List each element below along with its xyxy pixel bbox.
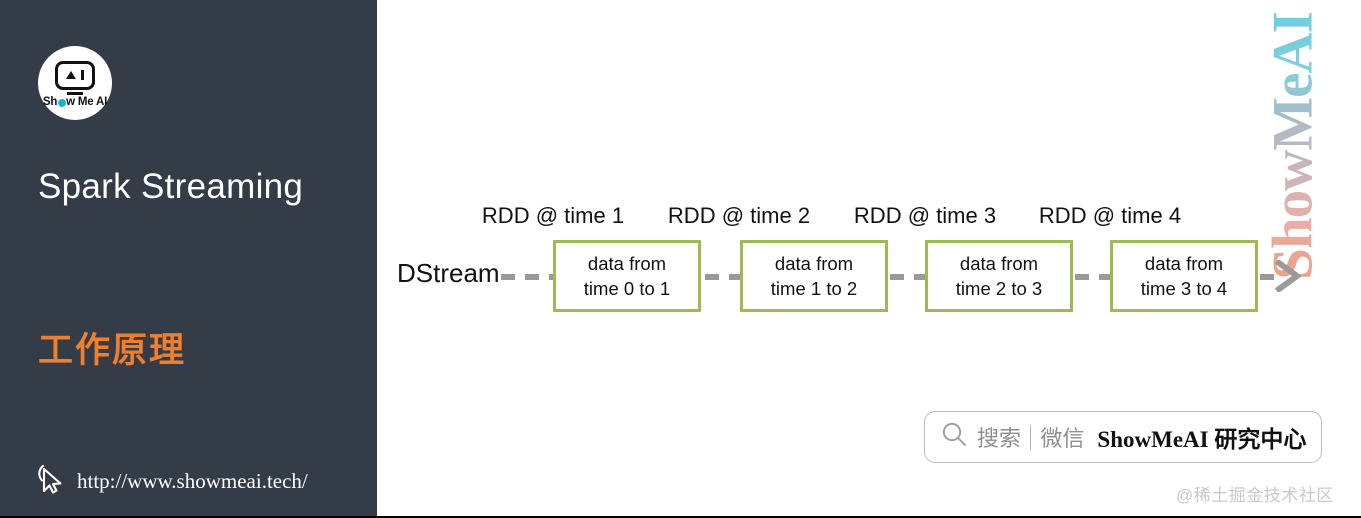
rdd-box-1: data from time 0 to 1 [553,240,701,312]
rdd-box-2: data from time 1 to 2 [740,240,888,312]
dstream-connector-0 [501,274,553,280]
dstream-connector-4 [1260,274,1282,280]
rdd-label-4: RDD @ time 4 [1038,203,1182,228]
page-subtitle: 工作原理 [38,331,187,370]
dstream-connector-2 [890,274,928,280]
robot-face-icon [55,60,95,90]
show-me-ai-robot-logo-icon: Sh w Me AI [38,46,112,120]
diagram-panel: ShowMeAI DStream RDD @ time 1 data from … [377,0,1361,516]
rdd-box-1-line2: time 0 to 1 [583,278,671,299]
rdd-box-4: data from time 3 to 4 [1110,240,1258,312]
showmeai-vertical-watermark-text: ShowMeAI [1261,12,1325,280]
mouse-pointer-icon [36,463,66,500]
rdd-box-1-line1: data from [587,252,667,274]
rdd-label-3: RDD @ time 3 [853,203,997,228]
search-account-name: ShowMeAI 研究中心 [1097,427,1307,452]
rdd-box-2-line2: time 1 to 2 [770,278,858,299]
logo-wordmark-after: w Me AI [66,95,108,108]
wechat-search-pill[interactable]: 搜索 微信 ShowMeAI 研究中心 [924,411,1322,463]
rdd-box-3-line2: time 2 to 3 [955,278,1043,299]
logo-wordmark: Sh w Me AI [43,96,107,108]
site-url-row[interactable]: http://www.showmeai.tech/ [36,463,308,500]
rdd-label-1: RDD @ time 1 [481,203,625,228]
sidebar-panel: Sh w Me AI Spark Streaming 工作原理 http://ww… [0,0,377,516]
robot-neck-shape [67,91,83,95]
robot-caret-eye-icon [65,71,76,79]
rdd-box-2-line1: data from [774,252,854,274]
dstream-connector-3 [1075,274,1113,280]
logo-o-dot-icon [57,98,66,107]
rdd-box-4-line1: data from [1144,252,1224,274]
arrow-right-icon [1274,258,1309,297]
robot-bar-eye-icon [80,70,85,80]
dstream-connector-1 [705,274,743,280]
logo-wordmark-before: Sh [42,95,58,108]
site-url-text: http://www.showmeai.tech/ [77,469,308,493]
search-divider [1030,424,1032,450]
rdd-box-4-line2: time 3 to 4 [1140,278,1228,299]
rdd-box-3-line1: data from [959,252,1039,274]
showmeai-vertical-watermark: ShowMeAI [1261,6,1325,286]
search-channel-label: 微信 [1040,426,1085,451]
search-placeholder-text: 搜索 [977,426,1022,451]
search-icon [941,421,968,453]
rdd-box-3: data from time 2 to 3 [925,240,1073,312]
rdd-label-2: RDD @ time 2 [667,203,811,228]
community-watermark: @稀土掘金技术社区 [1176,486,1334,505]
page-title: Spark Streaming [38,167,304,206]
dstream-label: DStream [397,258,500,288]
